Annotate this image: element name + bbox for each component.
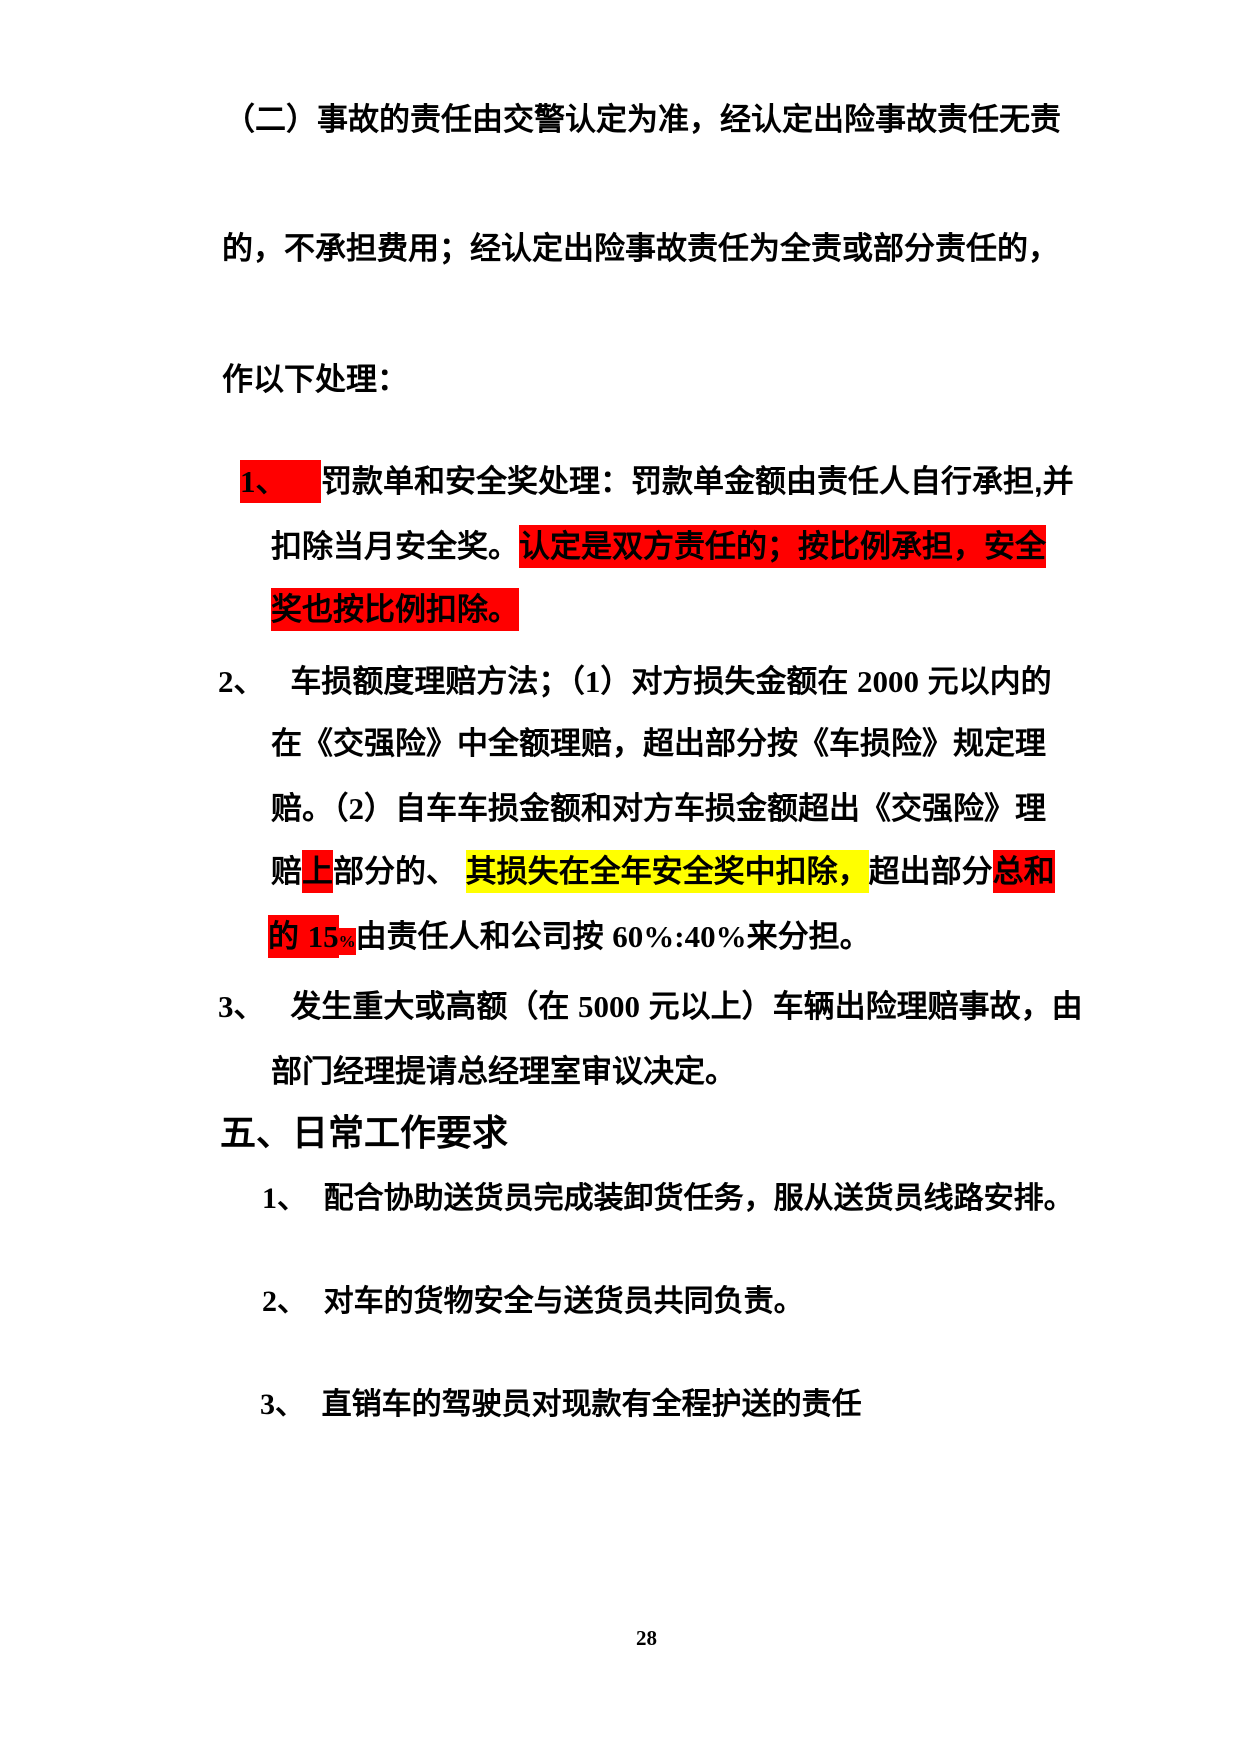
text-segment: 罚款单和安全奖处理：罚款单金额由责任人自行承担,并 xyxy=(320,464,1074,499)
text-segment: 由责任人和公司按 xyxy=(355,919,613,954)
paragraph-line: 的，不承担费用；经认定出险事故责任为全责或部分责任的， xyxy=(222,230,1059,269)
text-segment: 60%:40% xyxy=(612,919,747,954)
text-segment: 在《交强险》中全额理赔，超出部分按《车损险》规定理 xyxy=(271,726,1046,761)
text-segment xyxy=(305,1384,322,1425)
sub-list-item: 1、 配合协助送货员完成装卸货任务，服从送货员线路安排。 xyxy=(262,1180,1074,1218)
text-segment: 认定是双方责任的；按比例承担，安全 xyxy=(519,525,1046,568)
text-segment: 2 xyxy=(348,791,365,826)
text-segment: 奖也按比例扣除。 xyxy=(271,588,519,631)
text-segment xyxy=(286,460,321,503)
text-segment: 扣除当月安全奖。 xyxy=(271,529,519,564)
text-segment: 配合协助送货员完成装卸货任务，服从送货员线路安排。 xyxy=(323,1182,1074,1215)
text-segment: 15 xyxy=(307,915,339,958)
list-item-line: 奖也按比例扣除。 xyxy=(271,588,519,631)
text-segment: 其损失在全年安全奖中扣除， xyxy=(465,850,869,893)
paragraph-line: （二）事故的责任由交警认定为准，经认定出险事故责任无责 xyxy=(224,101,1061,140)
sub-list-item: 3、 直销车的驾驶员对现款有全程护送的责任 xyxy=(260,1386,862,1424)
text-segment: （二）事故的责任由交警认定为准，经认定出险事故责任无责 xyxy=(224,102,1061,137)
text-segment: 2、 xyxy=(262,1285,307,1318)
text-segment: 发生重大或高额（在 xyxy=(290,989,578,1024)
sub-list-item: 2、 对车的货物安全与送货员共同负责。 xyxy=(262,1283,804,1321)
text-segment xyxy=(307,1281,324,1322)
text-segment: ）对方损失金额在 xyxy=(600,664,857,699)
text-segment: 部门经理提请总经理室审议决定。 xyxy=(271,1054,736,1089)
text-segment: 部分的、 xyxy=(333,854,457,889)
text-segment: 5000 xyxy=(577,989,640,1024)
text-segment: 3、 xyxy=(260,1388,305,1421)
text-segment xyxy=(457,850,466,893)
text-segment: 赔。（ xyxy=(271,791,349,826)
text-segment xyxy=(307,1178,324,1219)
list-item-line: 赔上部分的、 其损失在全年安全奖中扣除，超出部分总和 xyxy=(271,850,1055,893)
text-segment: 赔 xyxy=(271,854,302,889)
text-segment: 元以内的 xyxy=(918,664,1052,699)
list-item-line: 赔。（2）自车车损金额和对方车损金额超出《交强险》理 xyxy=(271,790,1046,829)
text-segment: 1、 xyxy=(262,1182,307,1215)
text-segment: 来分担。 xyxy=(746,919,871,954)
text-segment: 1、 xyxy=(240,460,287,503)
text-segment: 上 xyxy=(302,850,333,893)
text-segment: ）自车车损金额和对方车损金额超出《交强险》理 xyxy=(364,791,1046,826)
section-heading: 五、日常工作要求 xyxy=(220,1110,508,1155)
text-segment: 的，不承担费用；经认定出险事故责任为全责或部分责任的， xyxy=(222,231,1059,266)
paragraph-line: 作以下处理： xyxy=(222,361,408,400)
text-segment: 五、日常工作要求 xyxy=(220,1112,509,1153)
text-segment: 1 xyxy=(584,664,601,699)
text-segment xyxy=(265,985,291,1028)
list-item-line: 的 15%由责任人和公司按 60%:40%来分担。 xyxy=(268,915,871,958)
list-item-line: 2、 车损额度理赔方法；（1）对方损失金额在 2000 元以内的 xyxy=(218,663,1052,702)
list-item-line: 扣除当月安全奖。认定是双方责任的；按比例承担，安全 xyxy=(271,525,1046,568)
text-segment xyxy=(265,660,291,703)
text-segment: 总和 xyxy=(992,850,1055,893)
list-item-line: 部门经理提请总经理室审议决定。 xyxy=(271,1053,736,1092)
text-segment: 2、 xyxy=(218,664,265,699)
text-segment: 超出部分 xyxy=(868,854,993,889)
page-number: 28 xyxy=(636,1626,657,1650)
text-segment: % xyxy=(338,928,356,955)
text-segment: 2000 xyxy=(856,664,919,699)
text-segment: 的 xyxy=(268,915,308,958)
text-segment: 对车的货物安全与送货员共同负责。 xyxy=(323,1285,804,1318)
text-segment: 车损额度理赔方法；（ xyxy=(290,664,585,699)
text-segment: 3、 xyxy=(218,989,265,1024)
text-segment: 直销车的驾驶员对现款有全程护送的责任 xyxy=(321,1388,862,1421)
text-segment: 元以上）车辆出险理赔事故，由 xyxy=(639,989,1083,1024)
list-item-line: 在《交强险》中全额理赔，超出部分按《车损险》规定理 xyxy=(271,725,1046,764)
list-item-line: 3、 发生重大或高额（在 5000 元以上）车辆出险理赔事故，由 xyxy=(218,988,1083,1027)
list-item-line: 1、 罚款单和安全奖处理：罚款单金额由责任人自行承担,并 xyxy=(240,460,1074,503)
text-segment: 作以下处理： xyxy=(222,362,408,397)
